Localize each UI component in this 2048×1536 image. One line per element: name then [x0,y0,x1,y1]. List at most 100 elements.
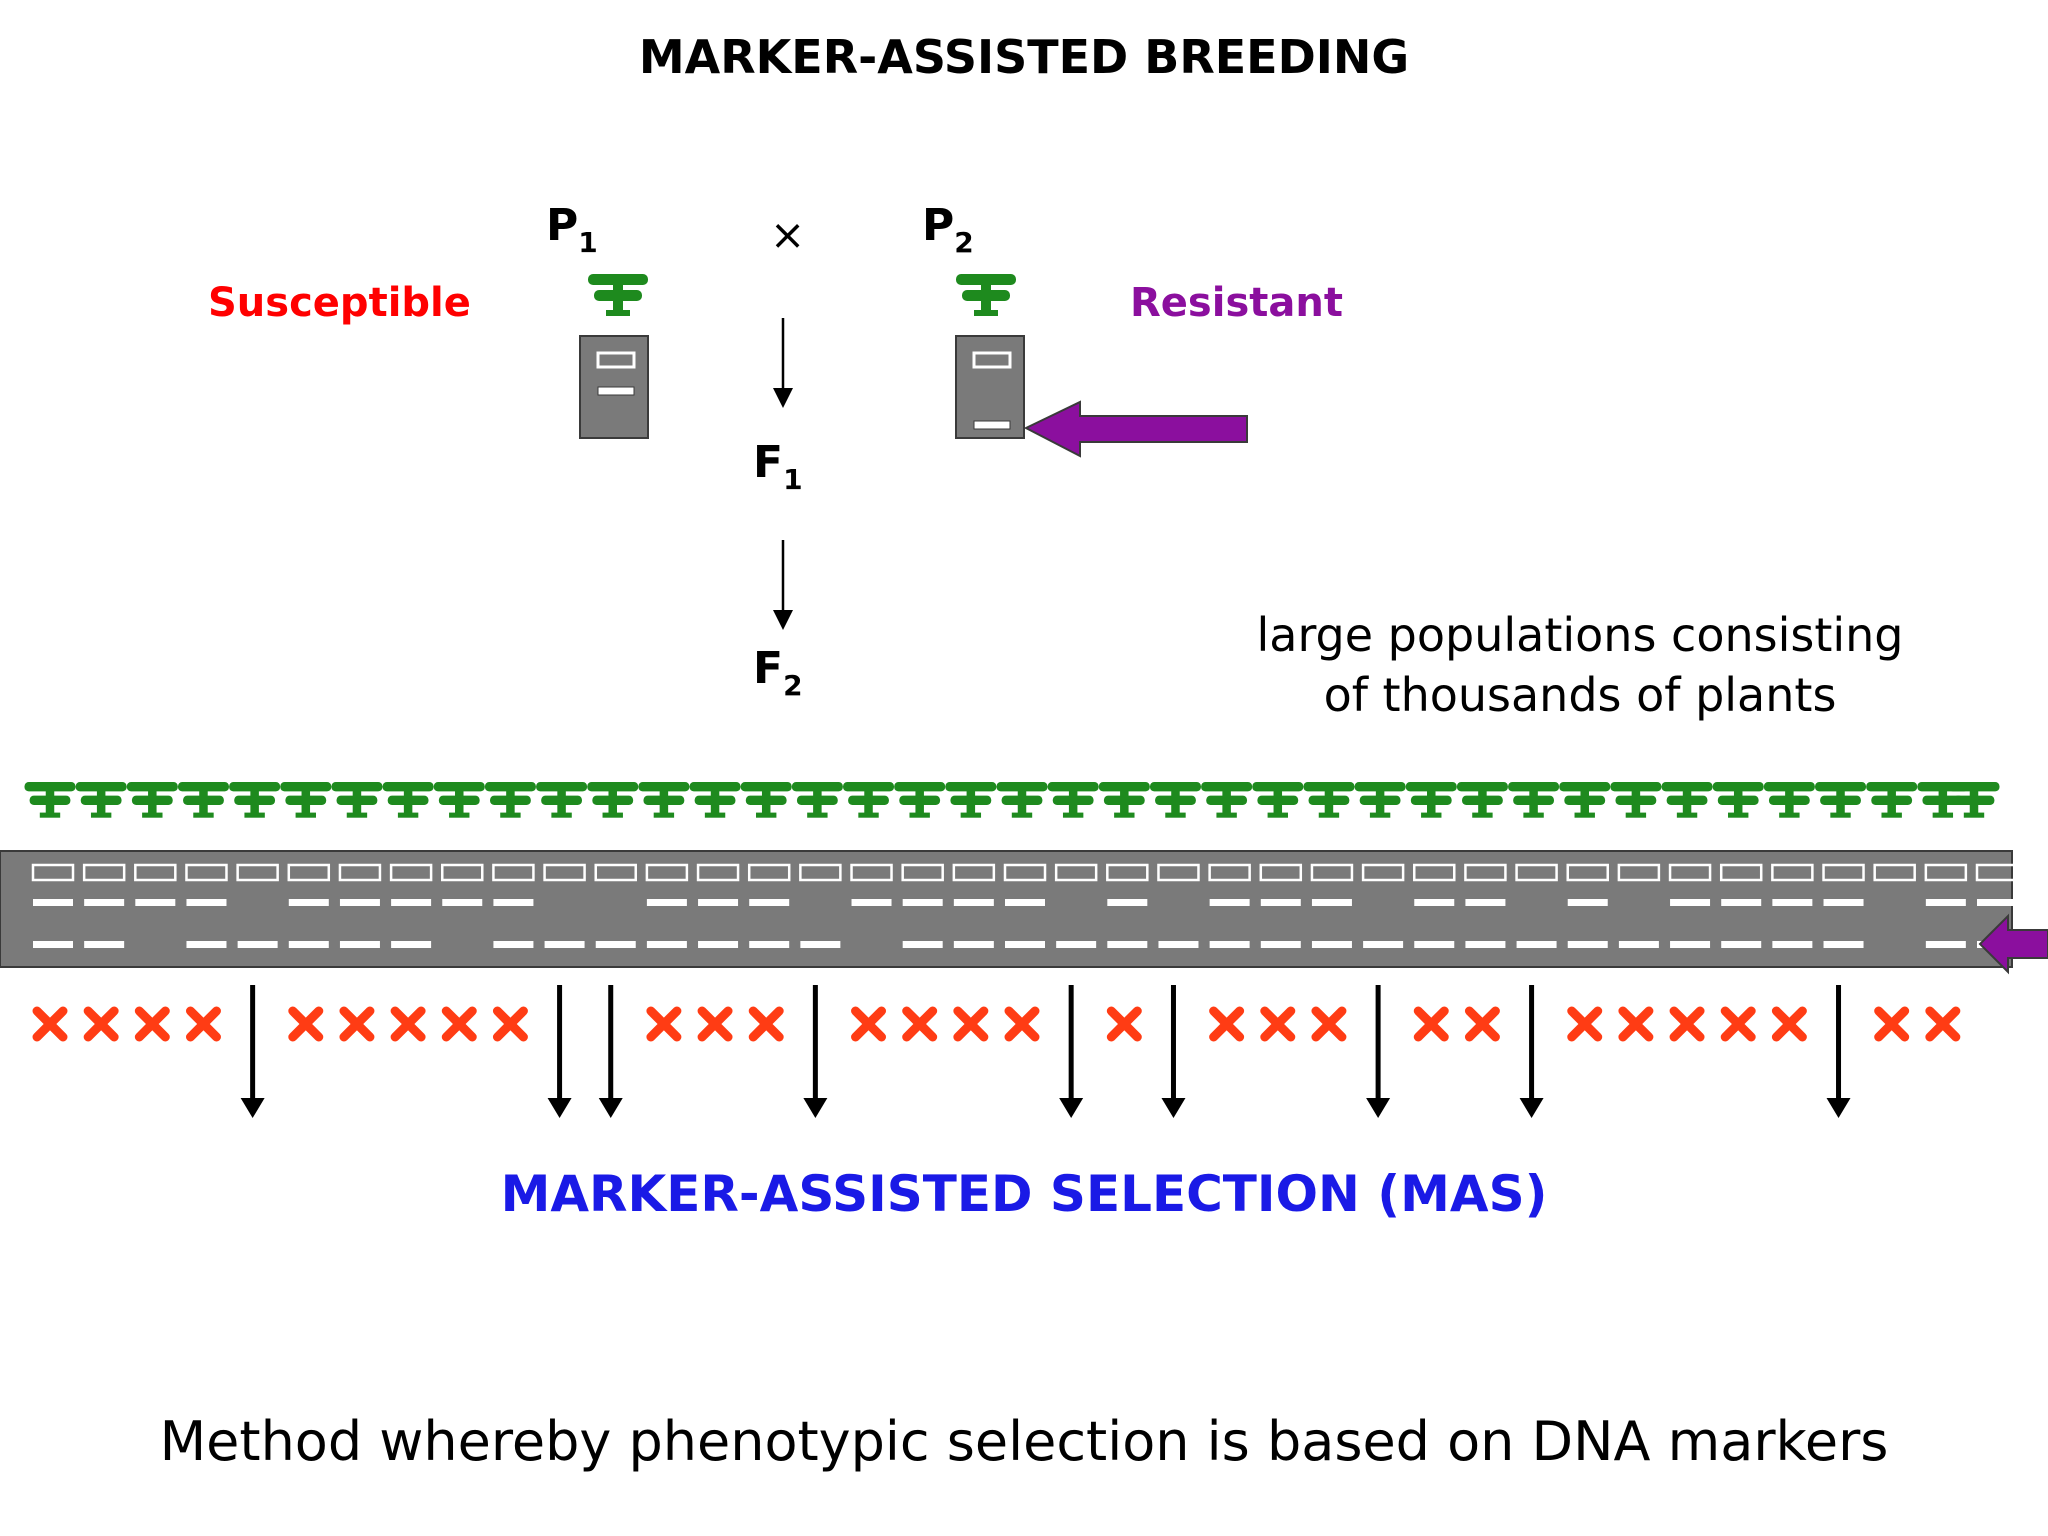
rejected-cross-icon [902,1006,938,1042]
plant-icon [843,782,895,818]
selection-marks [32,985,1961,1118]
gel-band-upper [1414,899,1455,906]
gel-well [594,863,637,882]
selected-arrow-icon [547,985,572,1118]
gel-band-lower [1772,941,1813,948]
p1-gel-lane [579,335,649,439]
gel-band-upper [1107,899,1148,906]
rejected-cross-icon [697,1006,733,1042]
gel-band-lower [1516,941,1557,948]
gel-well [543,863,586,882]
plant-icon [1303,782,1355,818]
gel-well [389,863,433,882]
gel-band-lower [749,941,790,948]
plant-icon [1405,782,1457,818]
gel-well [441,863,484,882]
rejected-cross-icon [390,1006,426,1042]
rejected-cross-icon [1771,1006,1807,1042]
rejected-cross-icon [748,1006,784,1042]
plant-icon [1508,782,1560,818]
rejected-cross-icon [1618,1006,1654,1042]
rejected-cross-icon [492,1006,528,1042]
gel-band-lower [698,941,739,948]
selected-arrow-icon [240,985,265,1118]
plant-icon [229,782,281,818]
gel-band-upper [749,899,790,906]
rejected-cross-icon [1925,1006,1961,1042]
gel-well [1822,863,1865,882]
gel-band-lower [186,941,227,948]
rejected-cross-icon [1874,1006,1910,1042]
gel-well [1413,863,1456,882]
gel-band-lower [1311,941,1352,948]
gel-band-upper [1567,899,1608,906]
gel-well [1617,863,1661,882]
rejected-cross-icon [185,1006,221,1042]
gel-well [31,863,75,882]
gel-band-upper [1721,899,1762,906]
gel-band-lower [902,941,943,948]
gel-band-upper [953,899,994,906]
gel-well [82,863,126,882]
plant-icon [433,782,485,818]
caption: Method whereby phenotypic selection is b… [159,1410,1889,1473]
plant-icon [1763,782,1815,818]
gel-band-lower [1107,941,1148,948]
rejected-cross-icon [953,1006,989,1042]
gel-band-upper [1465,899,1506,906]
gel-band-lower [493,941,534,948]
rejected-cross-icon [339,1006,375,1042]
plant-icon [740,782,792,818]
gel-well [492,863,535,882]
population-description: large populations consisting of thousand… [1256,608,1904,722]
p2-gel-lane [955,335,1025,439]
plant-icon [1201,782,1253,818]
rejected-cross-icon [1413,1006,1449,1042]
gel-band-lower [1363,941,1404,948]
gel-well [1464,863,1507,882]
plant-icon [587,782,639,818]
gel-band-lower [1721,941,1762,948]
gel-well [1924,863,1968,882]
selected-arrow-icon [598,985,623,1118]
plant-icon [1456,782,1508,818]
gel-well [338,863,382,882]
gel-well [1361,863,1405,882]
gel-well [1106,863,1149,882]
gel-band-lower [1618,941,1659,948]
plant-icon [1047,782,1099,818]
gel-well [799,863,842,882]
gel-band-lower [391,941,432,948]
plant-icon [24,782,76,818]
gel-band-upper [698,899,739,906]
rejected-cross-icon [1260,1006,1296,1042]
population-plants [24,782,2000,818]
plant-icon [382,782,434,818]
plant-icon [280,782,332,818]
gel-band-upper [1311,899,1352,906]
gel-well [1668,863,1712,882]
gel-band-upper [288,899,329,906]
plant-icon [1948,782,2000,818]
resistance-marker-arrow-icon [1023,400,1248,458]
gel-band-lower [1260,941,1301,948]
plant-icon [791,782,843,818]
rejected-cross-icon [441,1006,477,1042]
gel-band-upper [339,899,380,906]
gel-well [236,863,279,882]
gel-band-upper [493,899,534,906]
gel-band-lower [953,941,994,948]
rejected-cross-icon [288,1006,324,1042]
gel-band-lower [1005,941,1045,948]
susceptible-label: Susceptible [208,280,471,326]
gel-band-upper [1260,899,1301,906]
gel-well [1771,863,1814,882]
plant-icon [894,782,946,818]
selected-arrow-icon [803,985,828,1118]
gel-band-upper [646,899,687,906]
gel-band-upper [1209,899,1250,906]
gel-band-lower [544,941,585,948]
gel-band-lower [1567,941,1608,948]
population-marker-arrow-icon [1978,913,2048,975]
plant-icon [126,782,178,818]
